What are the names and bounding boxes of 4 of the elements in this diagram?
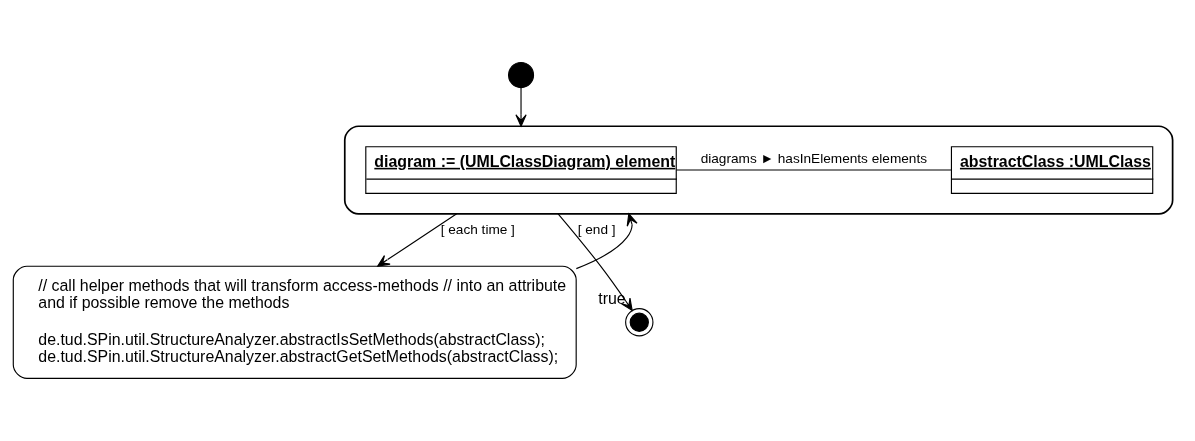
node-label: true — [598, 290, 626, 308]
edge-label: [ end ] — [577, 221, 616, 237]
edge-label: [ each time ] — [440, 221, 515, 237]
edge-label: diagrams ► hasInElements elements — [700, 150, 927, 166]
